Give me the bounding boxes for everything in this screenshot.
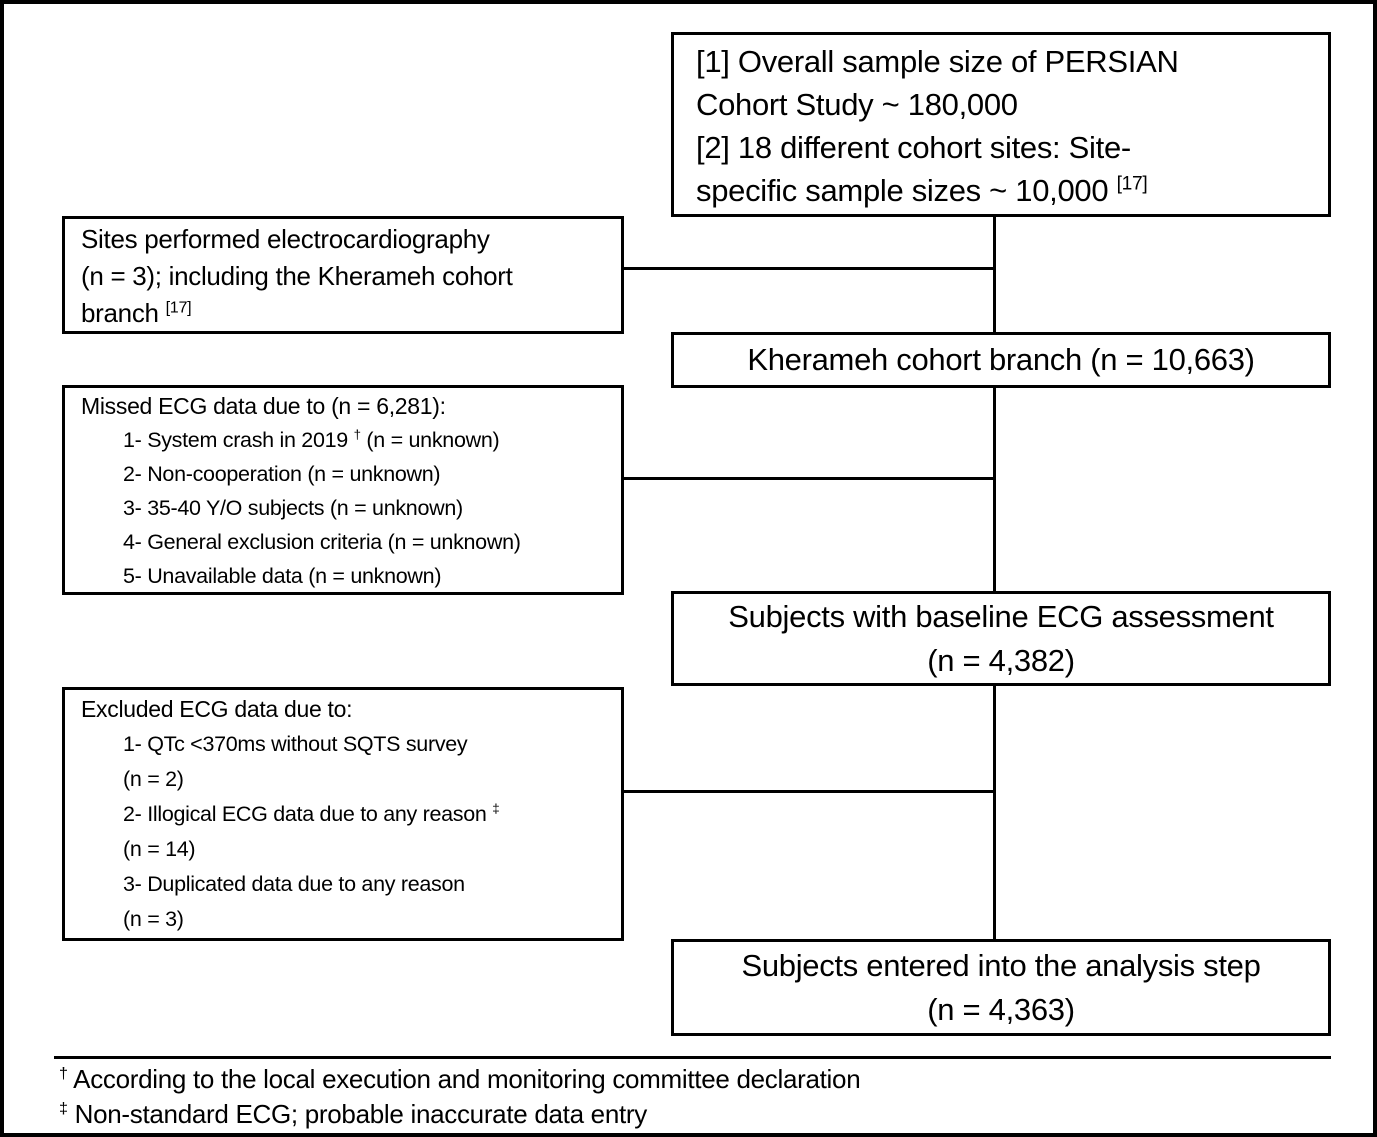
connector-spine-top (993, 215, 996, 332)
footnote-divider (54, 1056, 1331, 1059)
baseline-ecg-line1: Subjects with baseline ECG assessment (728, 598, 1274, 634)
double-dagger-superscript: ‡ (492, 800, 500, 816)
missed-ecg-item: 2- Non-cooperation (n = unknown) (123, 462, 441, 486)
overall-sample-line: Cohort Study ~ 180,000 (696, 87, 1018, 122)
footnote-double-dagger: ‡ Non-standard ECG; probable inaccurate … (59, 1099, 647, 1129)
analysis-step-box: Subjects entered into the analysis step … (671, 939, 1331, 1036)
overall-sample-line: [1] Overall sample size of PERSIAN (696, 44, 1179, 79)
excluded-ecg-item: (n = 3) (123, 907, 184, 931)
sites-line: Sites performed electrocardiography (81, 224, 490, 254)
baseline-ecg-count: (n = 4,382) (927, 642, 1075, 678)
excluded-ecg-item: 1- QTc <370ms without SQTS survey (123, 732, 468, 756)
connector-excluded-to-spine (624, 790, 996, 793)
missed-ecg-item: 4- General exclusion criteria (n = unkno… (123, 530, 521, 554)
footnotes: † According to the local execution and m… (59, 1062, 1339, 1132)
sites-performed-ecg-box: Sites performed electrocardiography (n =… (62, 216, 624, 334)
missed-ecg-box: Missed ECG data due to (n = 6,281): 1- S… (62, 385, 624, 595)
excluded-ecg-item: 3- Duplicated data due to any reason (123, 872, 465, 896)
kherameh-label: Kherameh cohort branch (n = 10,663) (747, 342, 1255, 377)
baseline-ecg-box: Subjects with baseline ECG assessment (n… (671, 591, 1331, 686)
overall-sample-line: specific sample sizes ~ 10,000 [17] (696, 173, 1148, 208)
missed-ecg-item: 1- System crash in 2019 † (n = unknown) (123, 426, 500, 452)
connector-spine-bottom (993, 686, 996, 939)
excluded-ecg-item: (n = 14) (123, 837, 196, 861)
footnote-dagger: † According to the local execution and m… (59, 1064, 861, 1094)
dagger-superscript: † (59, 1064, 68, 1083)
overall-sample-box: [1] Overall sample size of PERSIAN Cohor… (671, 32, 1331, 217)
analysis-step-line1: Subjects entered into the analysis step (741, 947, 1261, 983)
excluded-ecg-box: Excluded ECG data due to: 1- QTc <370ms … (62, 687, 624, 941)
reference-superscript: [17] (1116, 173, 1148, 195)
reference-superscript: [17] (165, 298, 192, 317)
missed-ecg-item: 5- Unavailable data (n = unknown) (123, 564, 442, 588)
sites-line: branch [17] (81, 298, 192, 328)
overall-sample-line: [2] 18 different cohort sites: Site- (696, 130, 1131, 165)
dagger-superscript: † (353, 426, 361, 442)
missed-ecg-header: Missed ECG data due to (n = 6,281): (81, 393, 446, 419)
connector-missed-to-spine (624, 477, 996, 480)
kherameh-cohort-box: Kherameh cohort branch (n = 10,663) (671, 332, 1331, 388)
analysis-step-count: (n = 4,363) (927, 991, 1075, 1027)
connector-sites-to-spine (624, 267, 996, 270)
excluded-ecg-item: (n = 2) (123, 767, 184, 791)
missed-ecg-item: 3- 35-40 Y/O subjects (n = unknown) (123, 496, 463, 520)
double-dagger-superscript: ‡ (59, 1099, 68, 1118)
connector-spine-middle (993, 388, 996, 591)
excluded-ecg-header: Excluded ECG data due to: (81, 696, 353, 722)
excluded-ecg-item: 2- Illogical ECG data due to any reason … (123, 800, 500, 826)
sites-line: (n = 3); including the Kherameh cohort (81, 261, 513, 291)
